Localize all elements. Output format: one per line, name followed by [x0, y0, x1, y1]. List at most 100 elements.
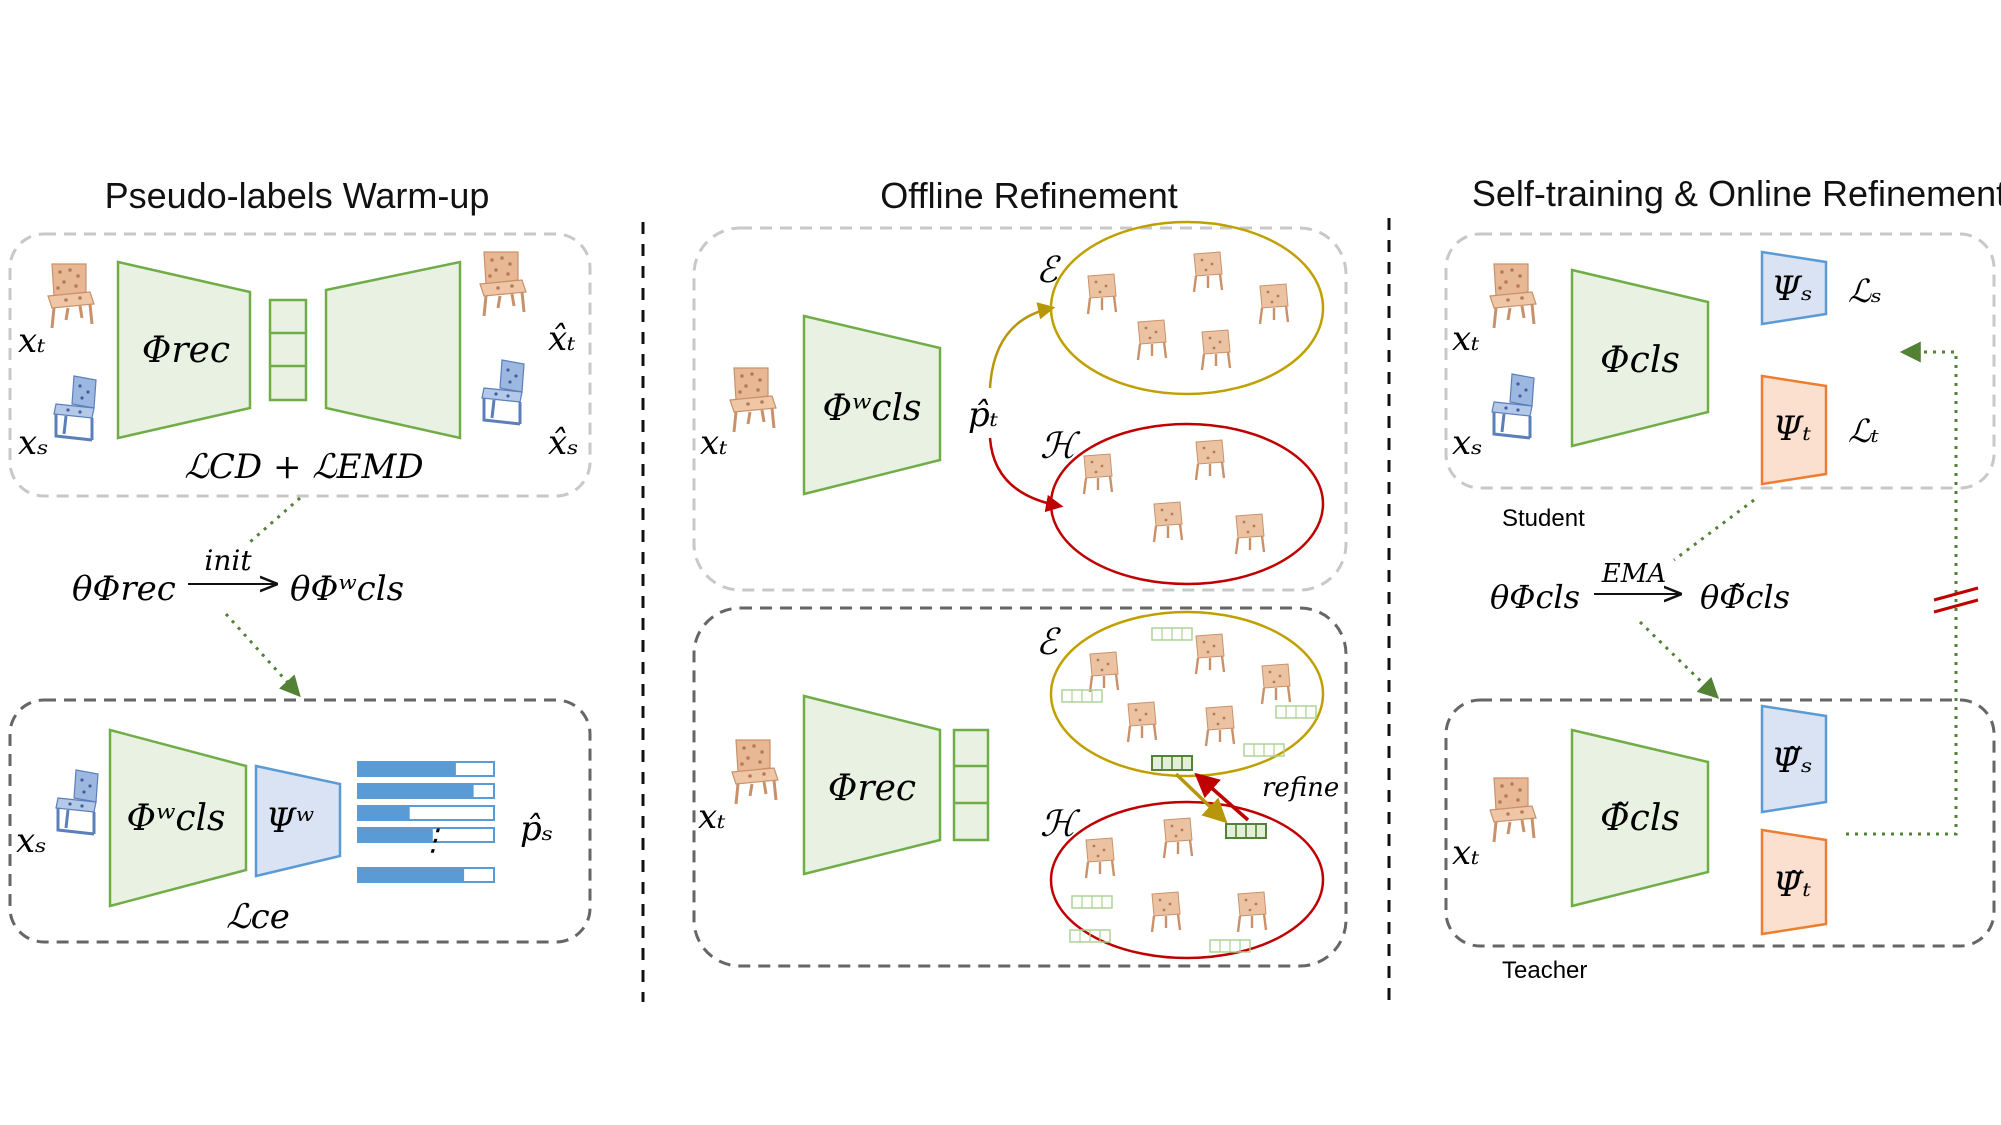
prediction-bar-fill	[358, 828, 433, 842]
head-psi-s	[1760, 250, 1828, 326]
hard-set-ellipse	[1049, 422, 1325, 586]
hard-assign-arrow	[988, 437, 1064, 513]
chair-target-icon	[46, 262, 96, 330]
label-phi-cls: Φcls	[1600, 340, 1680, 381]
stop-gradient-mark	[1933, 586, 1979, 614]
easy-assign-arrow	[988, 302, 1056, 389]
label-hard-set-2: ℋ	[1040, 804, 1081, 845]
latent-code-offline	[952, 728, 990, 842]
hard-sample-b4	[1236, 890, 1268, 934]
label-refine: refine	[1262, 773, 1339, 803]
init-link-dotted	[249, 496, 301, 544]
easy-sample-2	[1192, 250, 1224, 294]
label-x-t: xₜ	[18, 321, 46, 361]
label-x-s: xₛ	[18, 423, 49, 463]
label-loss-t: ℒₜ	[1848, 412, 1879, 450]
label-strip-2	[1061, 689, 1103, 703]
encoder-phi-cls	[1570, 268, 1710, 448]
hard-sample-2	[1194, 438, 1226, 482]
offline-top-box: xₜ Φʷcls p̂ₜ ℰ ℋ	[692, 220, 1348, 592]
heading-offline: Offline Refinement	[880, 175, 1178, 216]
label-theta-rec: θΦrec	[72, 569, 176, 609]
label-student: Student	[1502, 505, 1585, 532]
hard-sample-3	[1152, 500, 1184, 544]
label-init: init	[204, 544, 252, 577]
bars-ellipsis: ⋮	[418, 823, 448, 858]
prediction-bar-fill	[358, 762, 456, 776]
prediction-bars	[357, 761, 495, 883]
chair-student-source-icon	[1490, 372, 1536, 440]
label-psi-t-tilde: Ψ̃ₜ	[1773, 865, 1812, 905]
label-strip-5	[1071, 895, 1113, 909]
label-x-t-teacher: xₜ	[1452, 833, 1480, 873]
chair-source-recon-icon	[480, 358, 526, 426]
chair-target-top-icon	[728, 366, 778, 434]
label-psi-t: Ψₜ	[1773, 409, 1812, 449]
selected-strip-easy	[1151, 755, 1193, 771]
easy-sample-b5	[1204, 704, 1236, 748]
label-hard-set: ℋ	[1040, 426, 1081, 467]
label-loss-s: ℒₛ	[1848, 272, 1882, 310]
easy-sample-b1	[1088, 650, 1120, 694]
label-x-s-cls: xₛ	[16, 821, 47, 861]
prediction-bar-fill	[358, 784, 474, 798]
student-box: xₜ xₛ Φcls Ψₛ ℒₛ Ψₜ ℒₜ Student	[1444, 232, 1996, 532]
chair-student-target-icon	[1488, 262, 1538, 330]
easy-sample-4	[1136, 318, 1168, 362]
prediction-bar-fill	[358, 806, 410, 820]
label-strip-3	[1275, 705, 1317, 719]
head-psi-w	[254, 764, 342, 878]
hard-sample-4	[1234, 512, 1266, 556]
decoder	[324, 260, 462, 440]
label-phi-cls-w-offline: Φʷcls	[822, 388, 921, 429]
label-phi-rec-offline: Φrec	[828, 768, 916, 809]
easy-sample-5	[1200, 328, 1232, 372]
heading-online: Self-training & Online Refinement	[1472, 173, 2001, 214]
label-strip-6	[1069, 929, 1111, 943]
label-psi-s: Ψₛ	[1771, 269, 1812, 309]
label-teacher: Teacher	[1502, 957, 1587, 984]
head-psi-t	[1760, 374, 1828, 486]
easy-set-ellipse	[1049, 220, 1325, 396]
chair-target-recon-icon	[478, 250, 528, 318]
encoder-phi-cls-tilde	[1570, 728, 1710, 908]
teacher-box: xₜ Φ̃cls Ψ̃ₛ Ψ̃ₜ Teacher	[1444, 698, 1996, 984]
chair-source-cls-icon	[54, 768, 100, 836]
hard-set-ellipse-2	[1049, 800, 1325, 960]
label-easy-set: ℰ	[1036, 250, 1061, 291]
hard-sample-b1	[1084, 836, 1116, 880]
encoder-phi-cls-w-offline	[802, 314, 942, 496]
easy-sample-b3	[1260, 662, 1292, 706]
refine-down-arrow	[1174, 772, 1228, 824]
label-phi-rec: Φrec	[142, 330, 230, 371]
selected-strip-hard	[1225, 823, 1267, 839]
easy-sample-3	[1258, 282, 1290, 326]
label-x-t-hat: x̂ₜ	[548, 319, 576, 359]
label-x-t-student: xₜ	[1452, 319, 1480, 359]
label-strip-1	[1151, 627, 1193, 641]
label-phi-cls-tilde: Φ̃cls	[1600, 798, 1680, 839]
offline-bottom-box: xₜ Φrec ℰ ℋ	[692, 606, 1348, 968]
label-easy-set-2: ℰ	[1036, 622, 1061, 663]
hard-sample-b3	[1150, 890, 1182, 934]
heading-warmup: Pseudo-labels Warm-up	[105, 175, 490, 216]
label-phi-cls-w: Φʷcls	[126, 798, 225, 839]
label-x-t-top: xₜ	[700, 423, 728, 463]
easy-sample-1	[1086, 272, 1118, 316]
label-p-t-hat: p̂ₜ	[968, 395, 999, 435]
label-loss-ce: ℒce	[226, 897, 290, 937]
head-psi-s-tilde	[1760, 704, 1828, 814]
warmup-transfer-arrow	[224, 612, 301, 698]
label-ema: EMA	[1601, 559, 1666, 589]
label-x-s-hat: x̂ₛ	[548, 423, 579, 463]
easy-sample-b4	[1126, 700, 1158, 744]
encoder-phi-cls-w	[108, 728, 248, 908]
prediction-bar-fill	[358, 868, 465, 882]
warmup-classifier-box: xₛ Φʷcls Ψʷ ⋮ p̂ₛ ℒce	[8, 698, 592, 944]
easy-sample-b2	[1194, 632, 1226, 676]
encoder-phi-rec	[116, 260, 252, 440]
chair-source-icon	[52, 374, 98, 442]
refine-up-arrow	[1194, 772, 1250, 822]
label-x-s-student: xₛ	[1452, 423, 1483, 463]
